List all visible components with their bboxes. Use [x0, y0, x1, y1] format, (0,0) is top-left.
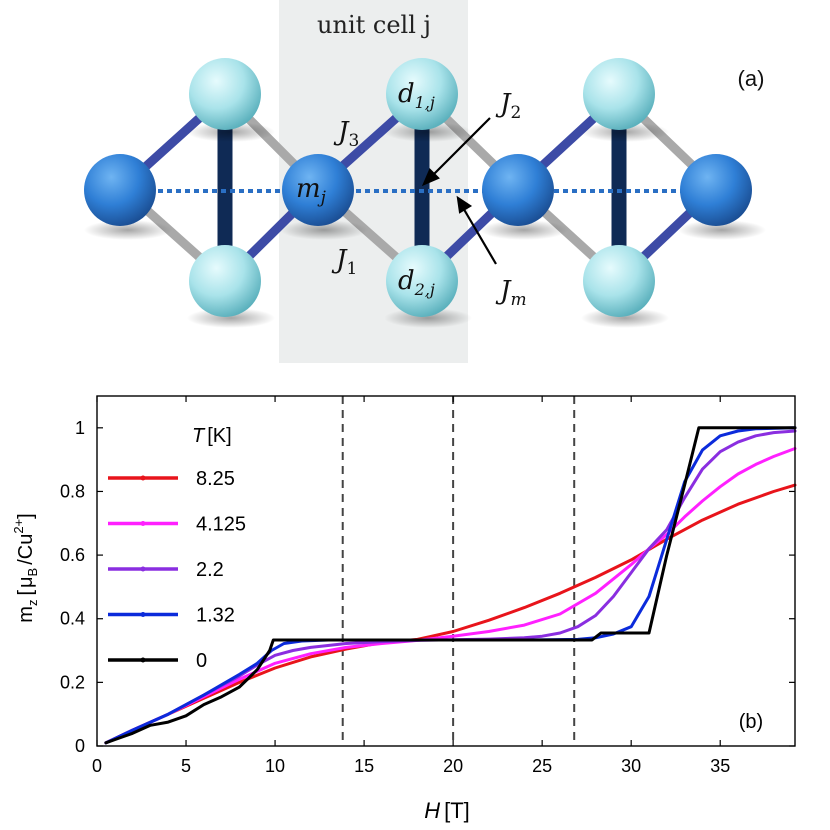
- legend-label: 4.125: [196, 514, 246, 536]
- x-tick-label: 5: [181, 756, 191, 776]
- monomer-atom: [680, 154, 752, 226]
- lattice-diagram: unit cell j (a): [84, 0, 766, 363]
- label-mj: mj: [296, 174, 327, 208]
- legend-marker: [140, 566, 146, 572]
- monomer-atoms: [84, 154, 752, 226]
- x-ticks: 0 5 10 15 20 25 30 35: [92, 396, 730, 776]
- x-tick-label: 15: [354, 756, 374, 776]
- series-line-0: [104, 483, 797, 745]
- monomer-atom: [482, 154, 554, 226]
- legend-label: 8.25: [196, 468, 235, 490]
- monomer-atom: [84, 154, 156, 226]
- legend-marker: [140, 657, 146, 663]
- dimer-atom: [583, 58, 655, 130]
- vertical-dashed-lines: [341, 396, 576, 746]
- legend-label: 0: [196, 650, 207, 672]
- x-axis-label: H[T]: [424, 798, 470, 823]
- x-tick-label: 30: [621, 756, 641, 776]
- panel-b-label: (b): [739, 711, 763, 733]
- dimer-atom: [386, 245, 458, 317]
- dimer-atom: [189, 58, 261, 130]
- label-j3: J3: [333, 117, 359, 151]
- unit-cell-label: unit cell j: [317, 11, 431, 39]
- legend: T[K] 8.25 4.125 2.2 1.32 0: [108, 425, 246, 672]
- x-tick-label: 25: [532, 756, 552, 776]
- label-j1: J1: [331, 245, 357, 279]
- legend-marker: [140, 521, 146, 526]
- series-line-4: [104, 426, 797, 745]
- series-line-1: [104, 447, 797, 745]
- dimer-atom: [189, 245, 261, 317]
- legend-label: 2.2: [196, 559, 224, 581]
- legend-marker: [140, 475, 146, 481]
- x-tick-label: 20: [443, 756, 463, 776]
- magnetization-chart: 0 5 10 15 20 25 30 35 0 0.2 0.4 0.6 0.8 1 T[K] 8.25 4…: [11, 395, 797, 823]
- label-jm: Jm: [495, 276, 527, 310]
- legend-marker: [140, 612, 146, 617]
- y-tick-label: 0.2: [60, 672, 85, 692]
- y-tick-label: 0.6: [60, 545, 85, 565]
- y-tick-label: 0.8: [60, 481, 85, 501]
- y-tick-label: 1: [75, 418, 85, 438]
- series-lines: [104, 426, 797, 745]
- y-axis-label: mz[μB/Cu2+]: [11, 513, 40, 622]
- dimer-atoms: [189, 58, 655, 317]
- x-tick-label: 0: [92, 756, 102, 776]
- x-tick-label: 10: [265, 756, 285, 776]
- y-tick-label: 0: [75, 736, 85, 756]
- y-tick-label: 0.4: [60, 609, 85, 629]
- panel-a-label: (a): [738, 66, 765, 91]
- dimer-atom: [583, 245, 655, 317]
- label-j2: J2: [495, 89, 521, 123]
- label-d2: d2,j: [398, 266, 435, 299]
- legend-label: 1.32: [196, 605, 235, 627]
- dimer-atom: [386, 58, 458, 130]
- y-ticks: 0 0.2 0.4 0.6 0.8 1: [60, 418, 795, 756]
- x-tick-label: 35: [710, 756, 730, 776]
- legend-title: T[K]: [192, 425, 232, 447]
- monomer-atom: [282, 154, 354, 226]
- arrows: [421, 117, 497, 265]
- plot-frame: [96, 395, 796, 747]
- label-d1: d1,j: [398, 79, 435, 112]
